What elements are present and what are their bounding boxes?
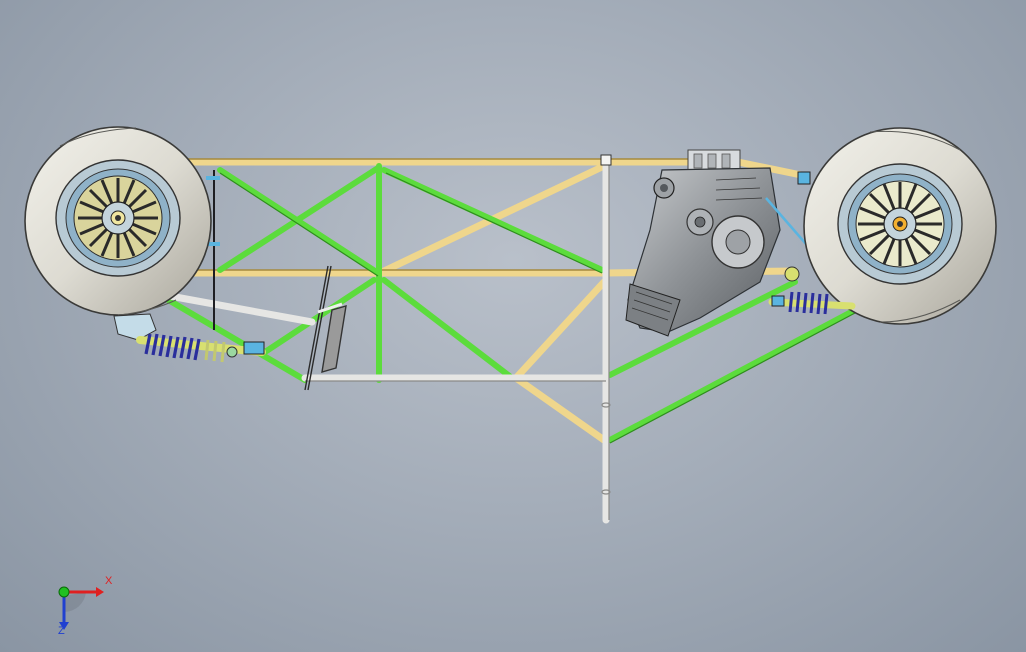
diagonal-yellow-2: [512, 278, 608, 382]
x-brace-a2: [217, 165, 381, 273]
seat-frame[interactable]: [304, 265, 347, 391]
triad-axes-icon: [58, 586, 104, 630]
x-brace-c1: [381, 277, 515, 381]
z-axis-label: Z: [58, 625, 65, 637]
front-suspension[interactable]: [113, 313, 266, 363]
orientation-triad: X Z: [52, 572, 122, 638]
lower-rear-green-1: [607, 279, 798, 378]
x-brace-b1: [381, 167, 605, 273]
hoop-joint: [600, 154, 612, 166]
x-axis-label: X: [105, 575, 113, 587]
left-wheel[interactable]: [24, 126, 212, 316]
lower-front-green: [162, 295, 308, 383]
upper-rear-rail: [734, 158, 810, 180]
right-wheel[interactable]: [797, 127, 997, 325]
front-a-arm-white: [166, 292, 316, 326]
lower-diagonal-tan: [512, 374, 608, 444]
chassis-frame[interactable]: [162, 154, 858, 524]
lower-rear-green-2: [607, 307, 858, 443]
engine[interactable]: [206, 149, 807, 337]
rear-suspension[interactable]: [768, 266, 856, 315]
